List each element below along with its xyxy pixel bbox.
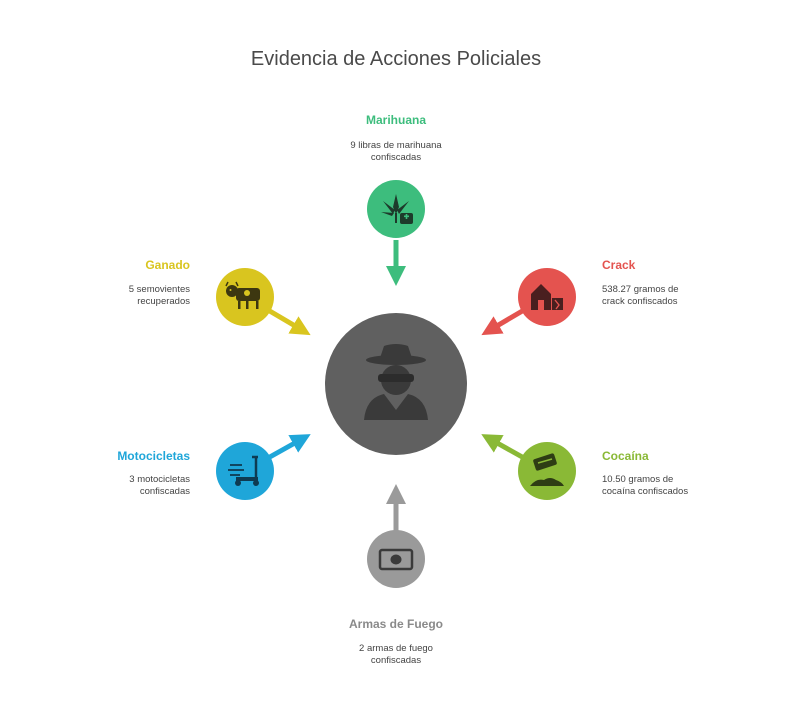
node-motocicletas bbox=[216, 442, 274, 500]
node-crack bbox=[518, 268, 576, 326]
node-armas bbox=[367, 530, 425, 588]
cow-icon bbox=[225, 281, 260, 309]
center-node bbox=[325, 313, 467, 455]
label-crack: Crack bbox=[602, 258, 636, 272]
cannabis-leaf-icon bbox=[381, 194, 413, 224]
desc-motocicletas: 3 motocicletas confiscadas bbox=[129, 474, 190, 497]
label-marihuana: Marihuana bbox=[365, 113, 426, 127]
arrow-motocicletas bbox=[266, 434, 311, 461]
label-cocaina: Cocaína bbox=[602, 449, 649, 463]
desc-cocaina: 10.50 gramos de cocaína confiscados bbox=[602, 474, 689, 497]
arrow-crack bbox=[481, 307, 526, 336]
spy-detective-icon bbox=[364, 344, 428, 420]
label-ganado: Ganado bbox=[145, 258, 190, 272]
razor-blade-powder-icon bbox=[530, 453, 564, 486]
desc-crack: 538.27 gramos de crack confiscados bbox=[602, 284, 679, 307]
desc-armas: 2 armas de fuego confiscadas bbox=[359, 643, 433, 666]
page-title: Evidencia de Acciones Policiales bbox=[250, 48, 542, 70]
node-marihuana bbox=[367, 180, 425, 238]
node-ganado bbox=[216, 268, 274, 326]
arrow-cocaina bbox=[481, 434, 526, 461]
desc-marihuana: 9 libras de marihuana confiscadas bbox=[350, 140, 442, 163]
desc-ganado: 5 semovientes recuperados bbox=[128, 284, 190, 307]
node-cocaina bbox=[518, 442, 576, 500]
crack-house-icon bbox=[531, 284, 563, 310]
label-armas: Armas de Fuego bbox=[348, 617, 444, 631]
scooter-icon bbox=[228, 455, 259, 486]
arrow-ganado bbox=[266, 307, 311, 336]
label-motocicletas: Motocicletas bbox=[117, 449, 190, 463]
money-bill-icon bbox=[378, 548, 414, 571]
